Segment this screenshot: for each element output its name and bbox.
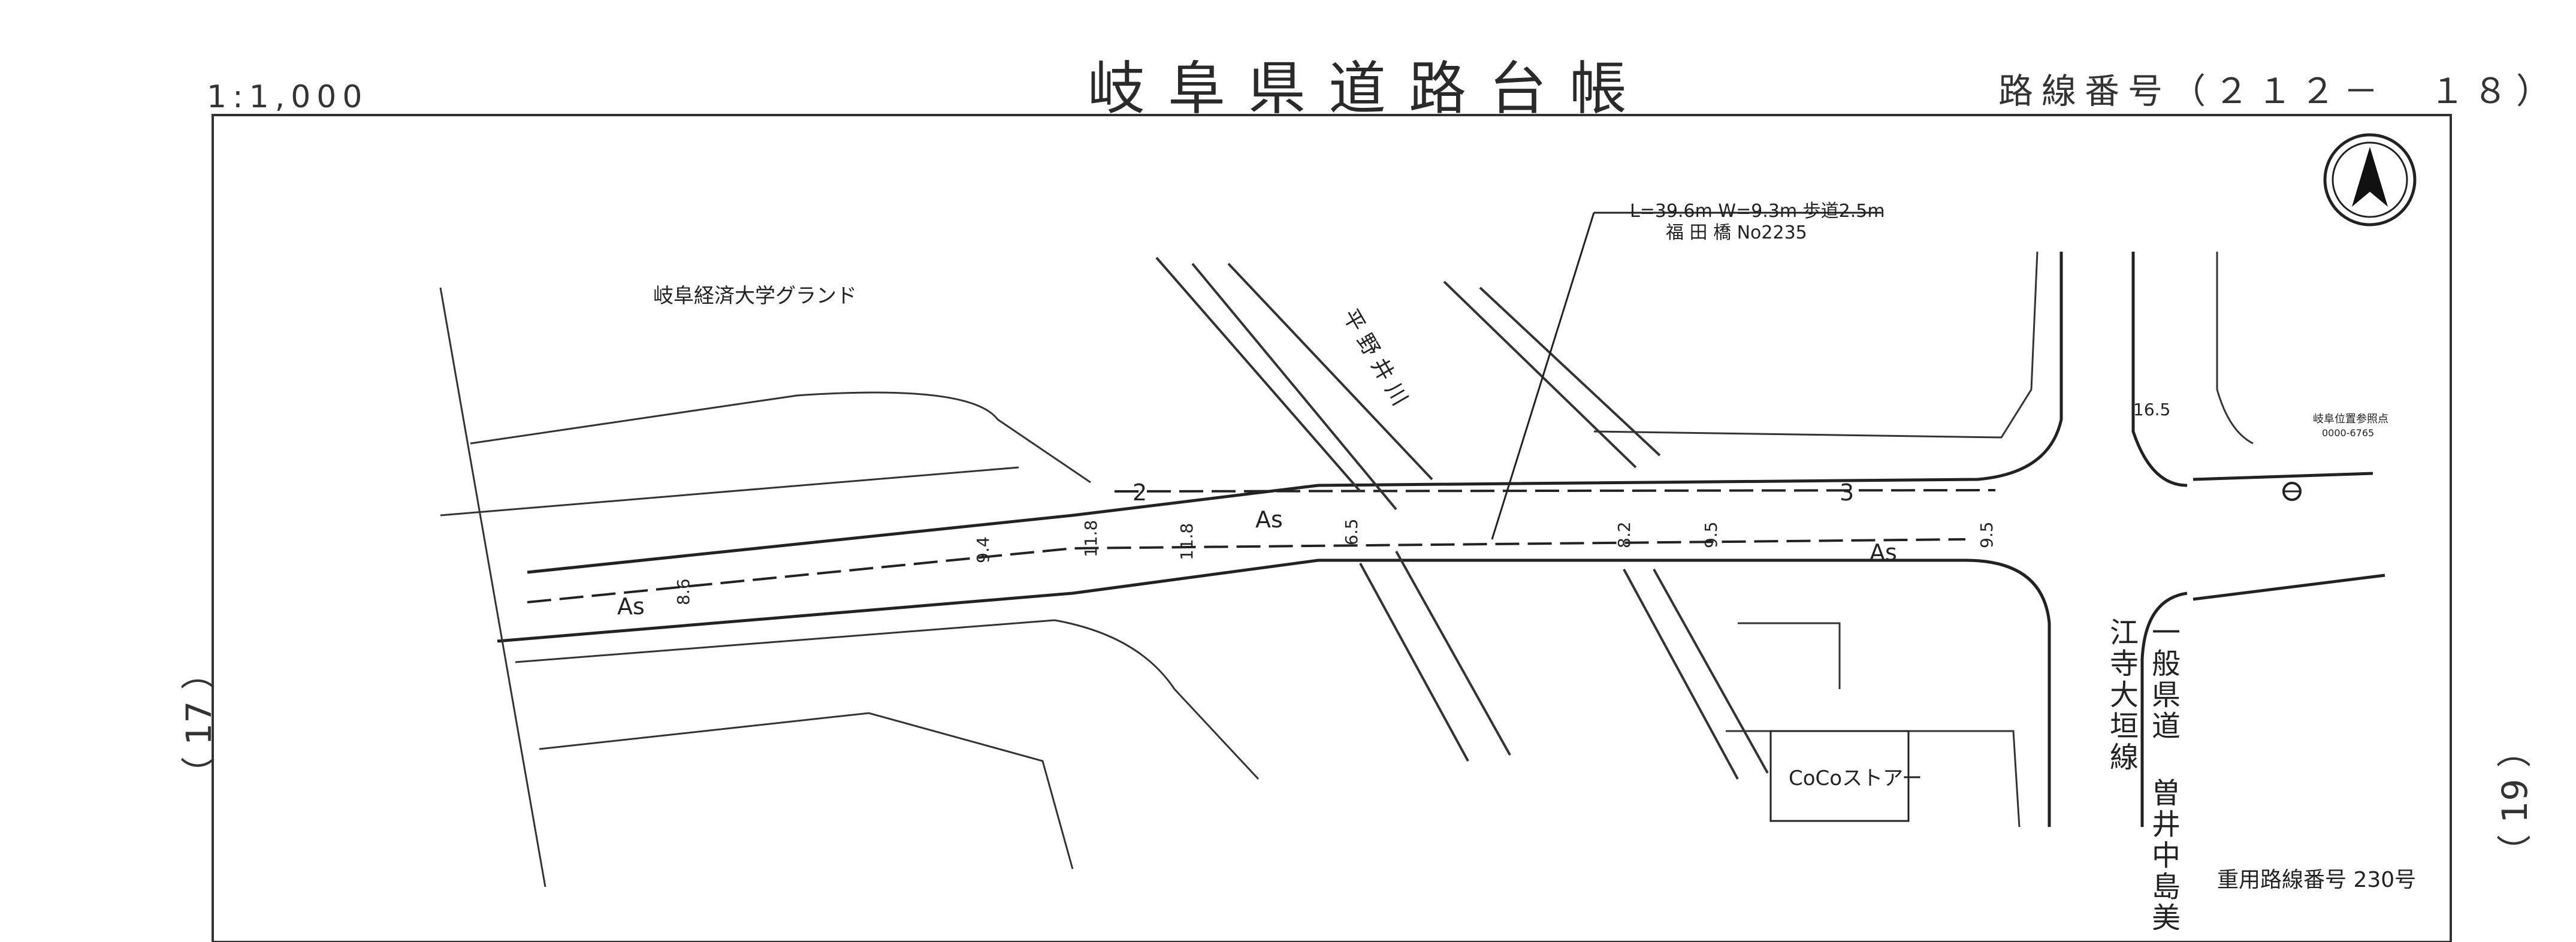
width-label: 11.8 [1177,523,1197,560]
north-arrow-icon [2323,133,2417,227]
width-label: 6.5 [1342,518,1361,545]
surface-label-right: As [1870,539,1897,566]
university-label: 岐阜経済大学グランド [653,284,857,308]
surface-label-left: As [617,593,645,620]
bridge-leader [1491,212,1882,540]
width-label: 9.5 [1977,521,1997,548]
marker-3-label: 3 [1840,479,1854,506]
map-scale: 1:1,000 [207,79,369,115]
width-label: 11.8 [1081,520,1101,557]
building-lines [439,251,2254,887]
store-building [1769,730,1910,822]
route-number: 路線番号（２１２－ １８） [1998,71,2560,111]
bridge-spec-label: L=39.6m W=9.3m 歩道2.5m [1630,201,1885,222]
benchmark-label: 岐阜位置参照点 [2313,413,2388,425]
width-label: 8.6 [674,578,693,605]
map-frame [212,114,2452,942]
duplicate-route-label: 重用路線番号 230号 [2217,868,2416,892]
main-road [497,252,2385,827]
river [1155,256,1769,780]
marker-2-label: 2 [1133,479,1147,506]
crossing-road-label: 一般県道 曽井中島美江寺大垣線 [2104,617,2180,934]
benchmark-icon [2282,482,2302,501]
store-label: CoCoストアー [1789,766,1922,790]
bridge-name-label: 福 田 橋 No2235 [1666,222,1807,243]
width-label: 16.5 [2133,400,2170,419]
surface-label-mid: As [1255,506,1283,533]
page-title: 岐阜県道路台帳 [1088,55,1650,122]
width-label: 9.4 [973,536,993,563]
width-label: 8.2 [1614,521,1634,548]
benchmark-number: 0000-6765 [2322,427,2374,439]
width-label: 9.5 [1701,521,1721,548]
river-label: 平 野 井 川 [1337,305,1412,410]
